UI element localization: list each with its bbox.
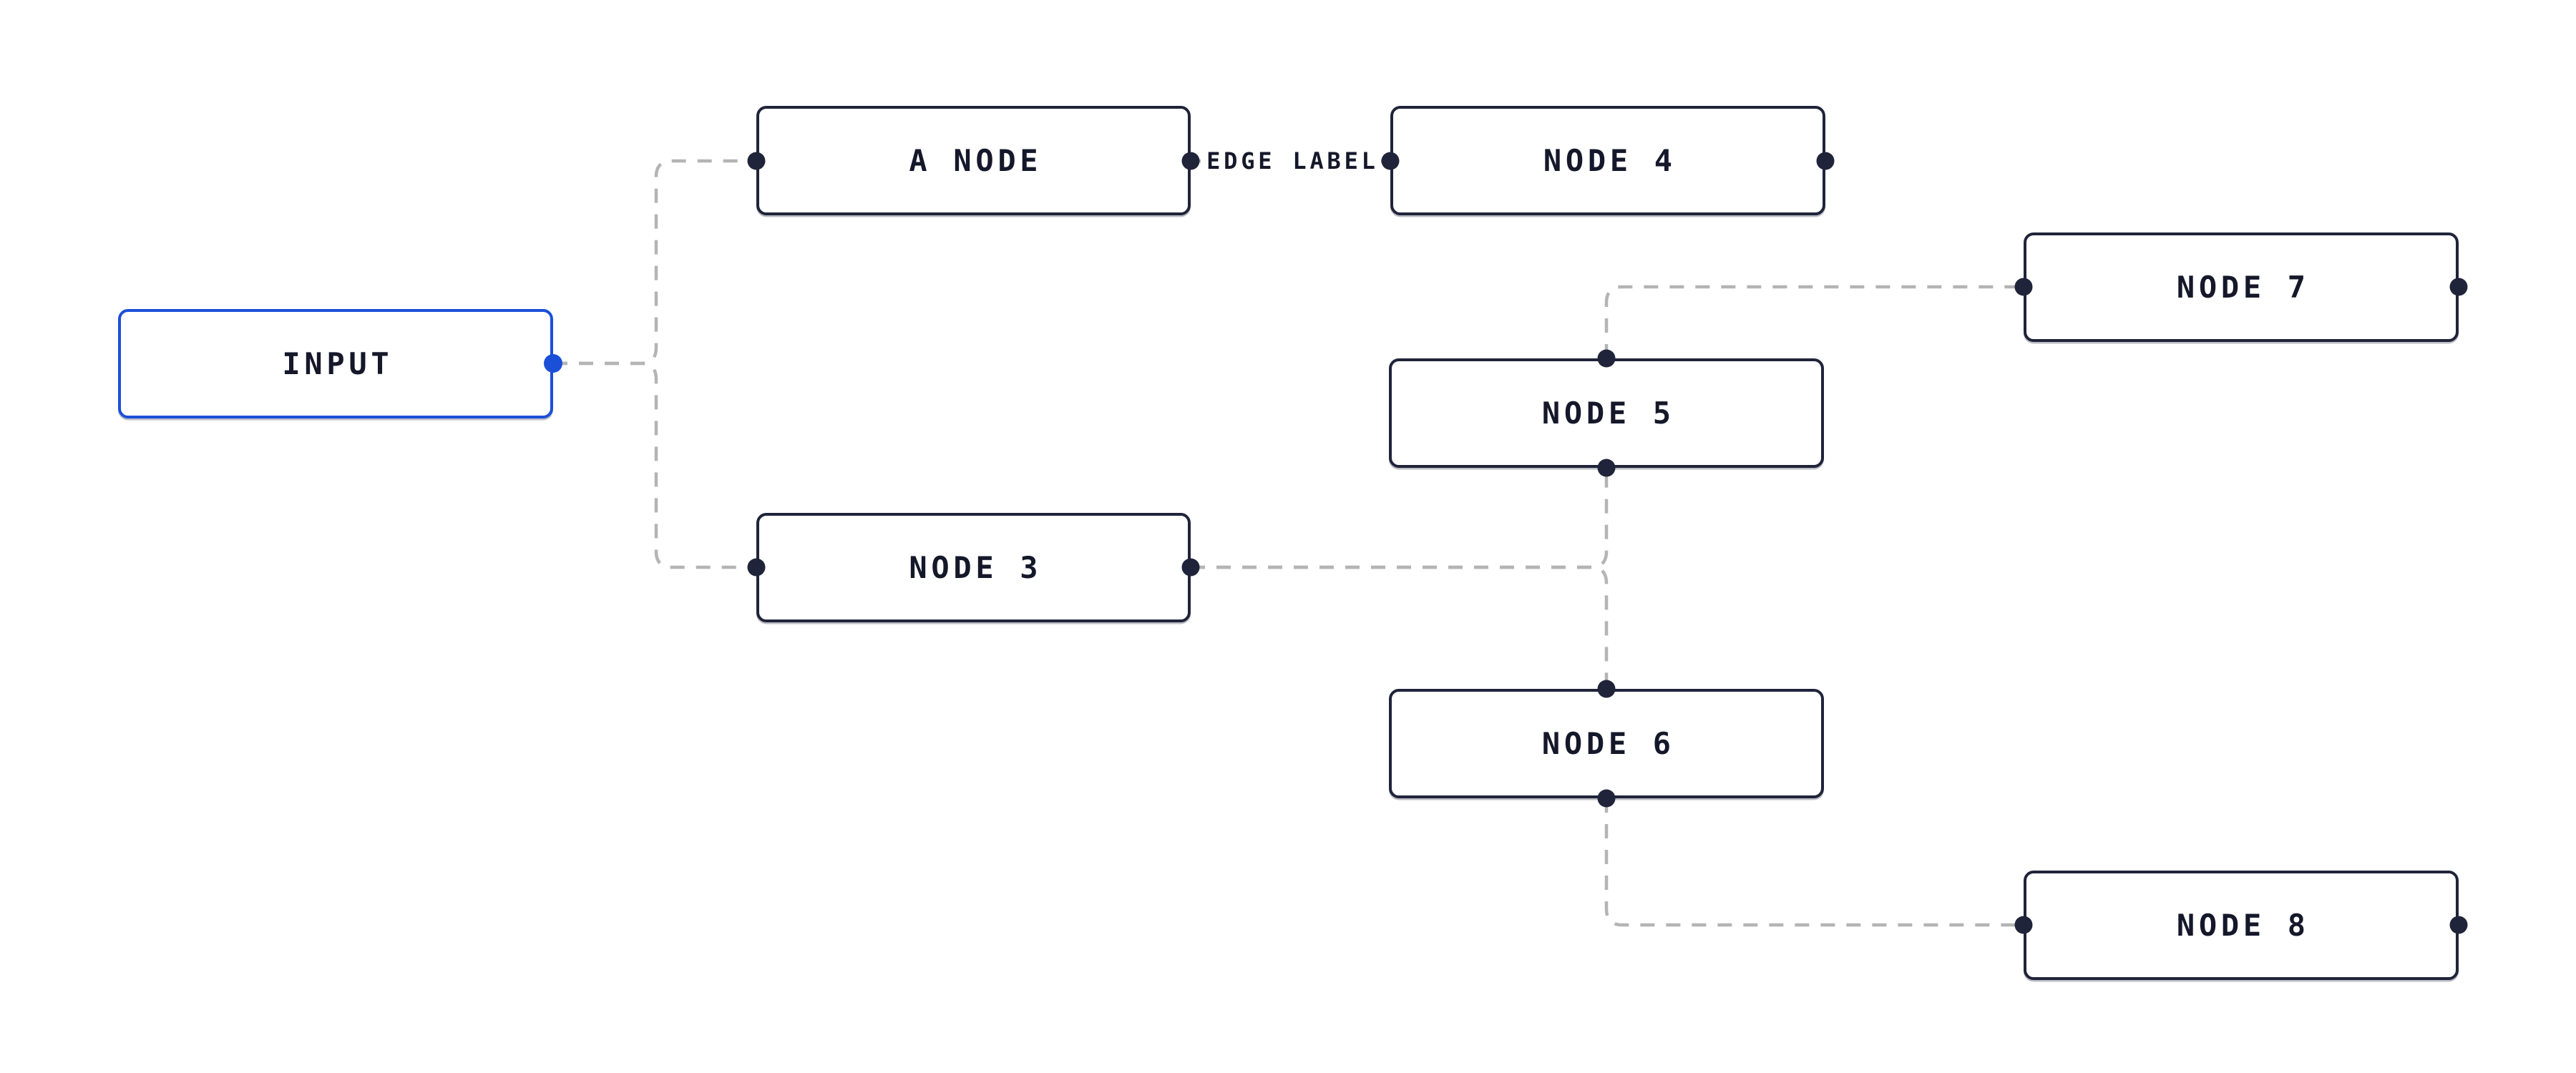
node-3[interactable]: NODE 3: [756, 513, 1191, 622]
port-node-7-left[interactable]: [2014, 278, 2033, 296]
edge-label[interactable]: EDGE LABEL: [1201, 140, 1381, 182]
port-node-8-right[interactable]: [2449, 916, 2468, 934]
node-label: NODE 4: [1543, 143, 1677, 178]
edge-node-5-node-7[interactable]: [1604, 285, 2024, 358]
node-input[interactable]: INPUT: [118, 309, 553, 418]
port-node-6-bottom[interactable]: [1597, 789, 1616, 808]
node-8[interactable]: NODE 8: [2024, 871, 2459, 980]
node-4[interactable]: NODE 4: [1390, 106, 1825, 215]
node-7[interactable]: NODE 7: [2024, 232, 2459, 342]
port-node-6-top[interactable]: [1597, 680, 1616, 698]
port-node-4-right[interactable]: [1816, 152, 1835, 170]
port-input-right[interactable]: [544, 354, 562, 373]
port-node-7-right[interactable]: [2449, 278, 2468, 296]
node-label: NODE 7: [2176, 270, 2310, 305]
port-node-5-top[interactable]: [1597, 349, 1616, 368]
node-6[interactable]: NODE 6: [1389, 689, 1824, 798]
port-node-4-left[interactable]: [1381, 152, 1400, 170]
port-node-5-bottom[interactable]: [1597, 459, 1616, 477]
edge-node-6-node-8[interactable]: [1604, 798, 2024, 927]
node-a-node[interactable]: A NODE: [756, 106, 1191, 215]
node-label: NODE 5: [1541, 396, 1675, 431]
port-node-3-right[interactable]: [1181, 558, 1200, 577]
node-label: NODE 3: [909, 550, 1043, 585]
node-label: INPUT: [282, 346, 394, 381]
node-5[interactable]: NODE 5: [1389, 358, 1824, 468]
port-node-3-left[interactable]: [747, 558, 766, 577]
node-label: NODE 6: [1541, 726, 1675, 761]
edge-input-node-3[interactable]: [553, 361, 756, 569]
edge-input-a-node[interactable]: [553, 159, 756, 366]
edge-node-3-node-6[interactable]: [1191, 565, 1609, 689]
edge-node-3-node-5[interactable]: [1191, 468, 1609, 569]
port-a-node-right[interactable]: [1181, 152, 1200, 170]
port-node-8-left[interactable]: [2014, 916, 2033, 934]
port-a-node-left[interactable]: [747, 152, 766, 170]
node-label: NODE 8: [2176, 908, 2310, 943]
node-label: A NODE: [909, 143, 1043, 178]
